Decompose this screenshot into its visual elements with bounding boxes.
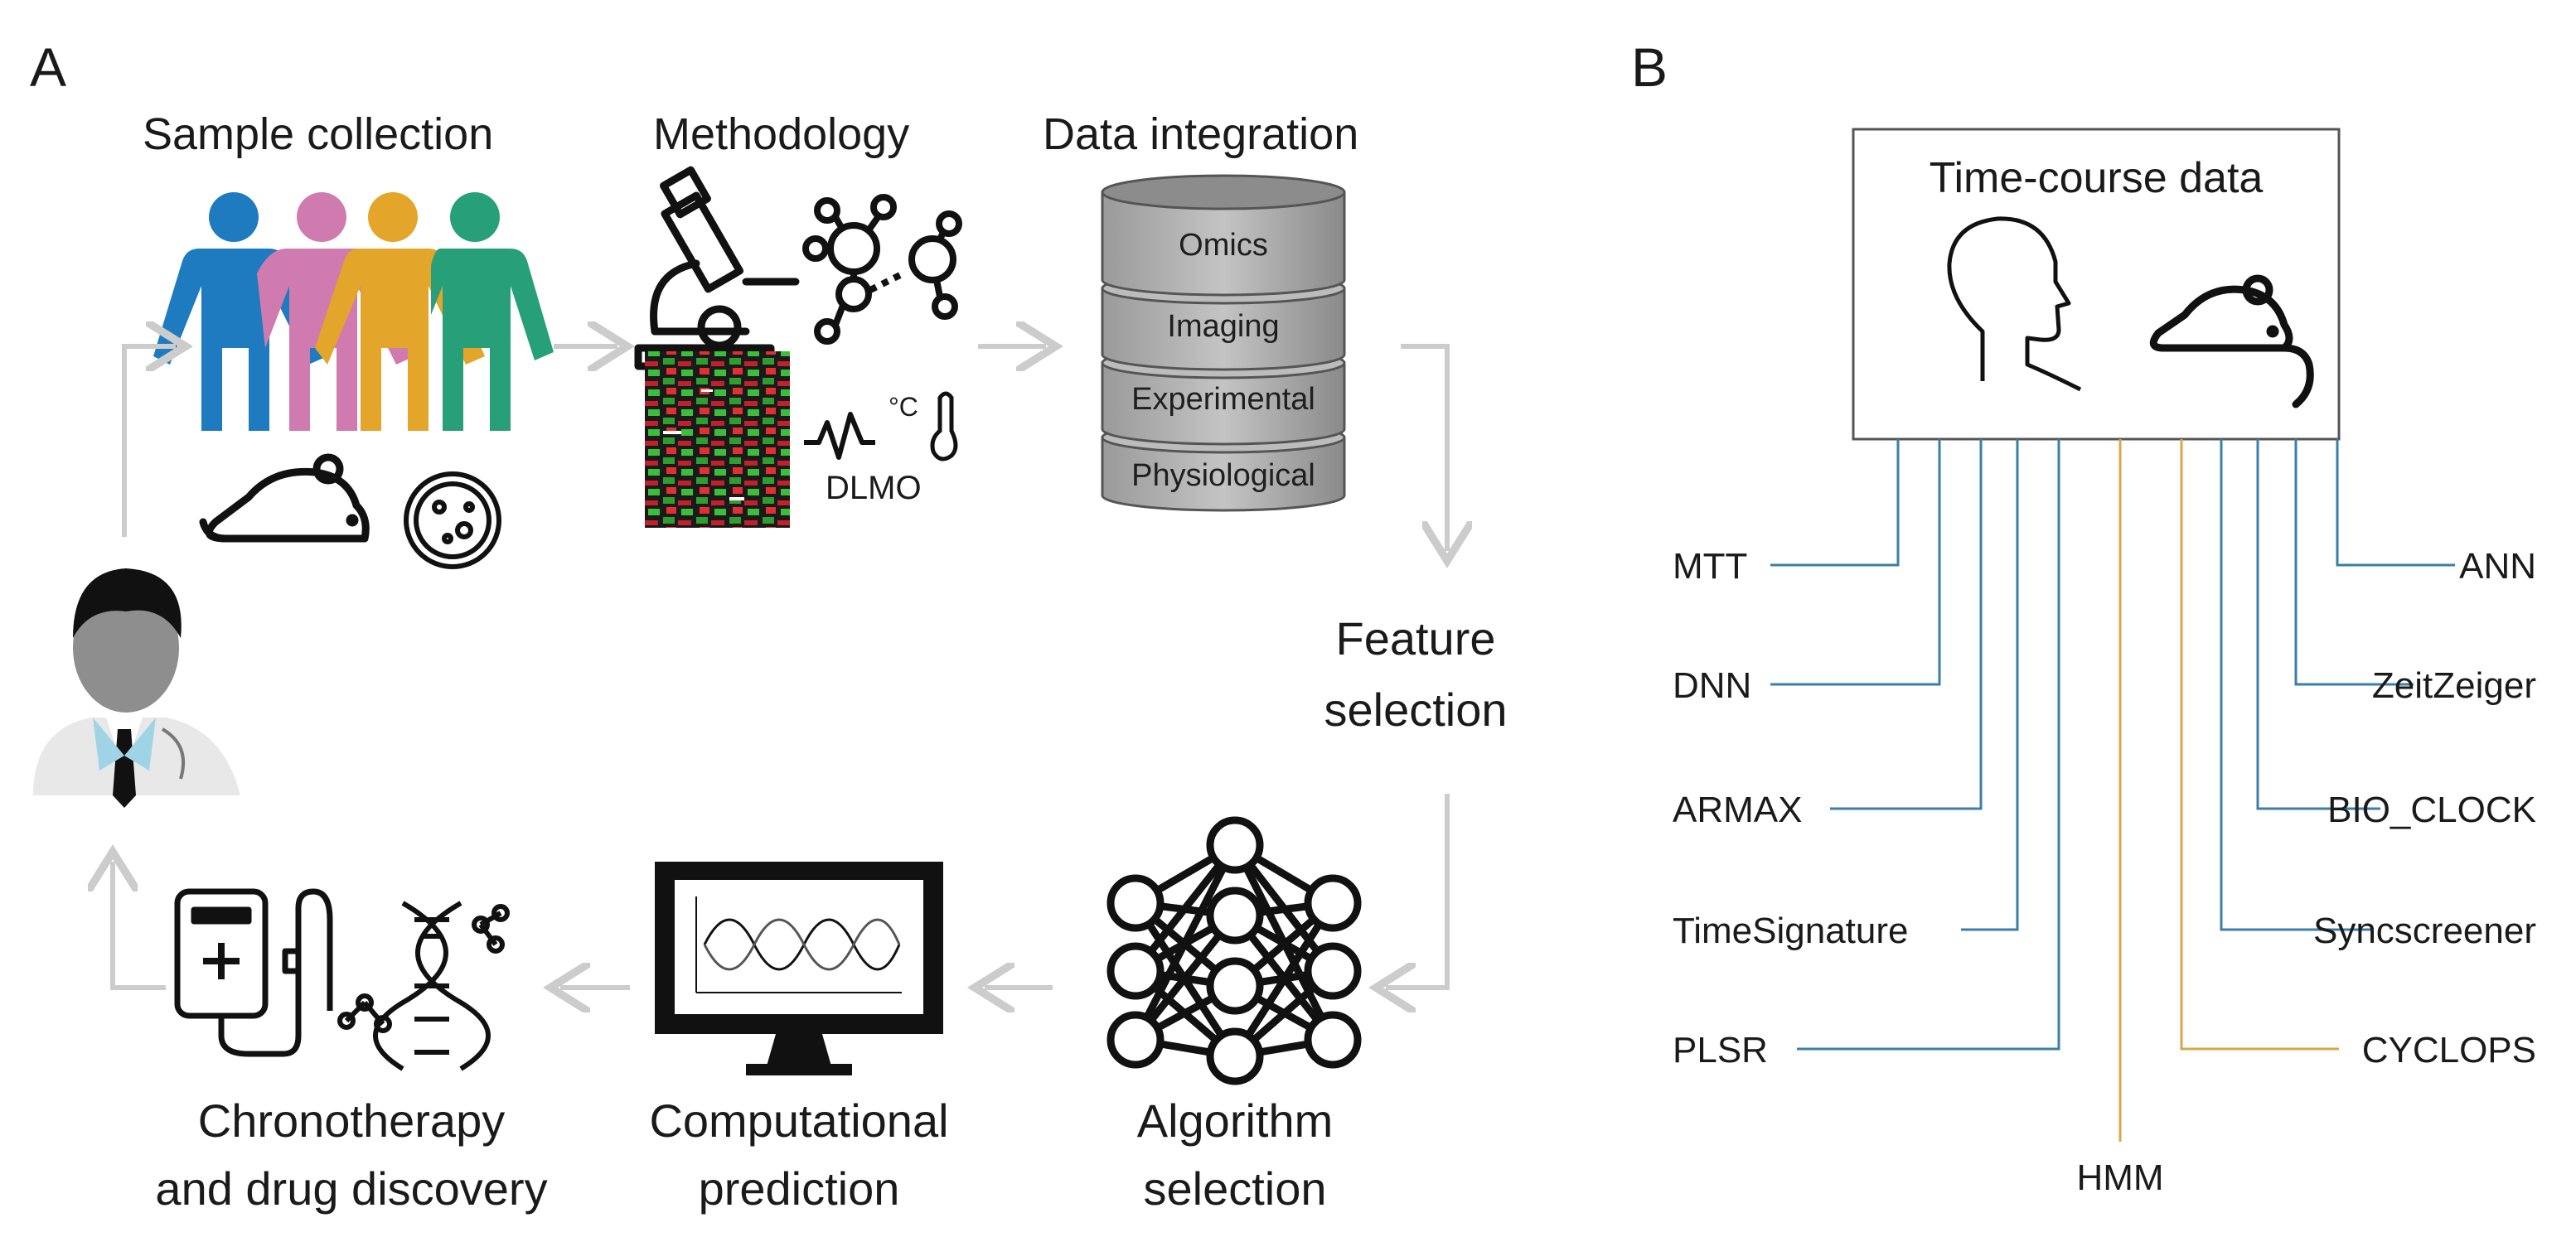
thermometer-icon	[930, 391, 958, 461]
arrow-data-to-feature	[1401, 344, 1447, 551]
person-green-icon	[431, 192, 554, 431]
connector-zeitzeiger	[2294, 439, 2414, 686]
database-experimental-label: Experimental	[1131, 382, 1315, 417]
method-cyclops: CYCLOPS	[2362, 1030, 2536, 1070]
mouse-b-icon	[2149, 274, 2314, 408]
method-mtt: MTT	[1673, 546, 1747, 587]
method-hmm: HMM	[2076, 1157, 2163, 1198]
right-method-labels: ANN ZeitZeiger BIO_CLOCK Syncscreener CY…	[2313, 546, 2536, 1070]
iv-bag-icon	[174, 888, 333, 1057]
methodology-label: Methodology	[653, 109, 909, 159]
dna-icon	[337, 901, 510, 1071]
petri-dish-icon	[404, 471, 501, 569]
time-course-box: Time-course data	[1852, 128, 2341, 441]
time-course-title: Time-course data	[1930, 154, 2264, 202]
sine-wave-2	[703, 918, 901, 971]
people-group-icon	[153, 192, 554, 431]
connector-mtt	[1770, 439, 1900, 567]
database-omics-label: Omics	[1179, 228, 1268, 263]
connector-timesignature	[1961, 439, 2019, 931]
method-zeitzeiger: ZeitZeiger	[2372, 665, 2536, 706]
method-ann: ANN	[2459, 546, 2536, 587]
connector-dnn	[1770, 439, 1941, 686]
method-plsr: PLSR	[1673, 1030, 1768, 1070]
connector-syncscreener	[2220, 439, 2374, 931]
arrow-doctor-to-sample	[122, 346, 176, 537]
method-armax: ARMAX	[1673, 790, 1802, 830]
molecule-icon	[802, 194, 962, 345]
doctor-icon	[33, 568, 240, 808]
feature-selection-label-line1: Feature	[1336, 612, 1496, 664]
pulse-icon	[804, 412, 875, 460]
connector-armax	[1830, 439, 1983, 810]
arrow-chronotherapy-to-doctor	[113, 862, 166, 990]
microscope-icon	[634, 166, 800, 370]
chronotherapy-label-line1: Chronotherapy	[198, 1094, 505, 1147]
database-physiological-label: Physiological	[1131, 458, 1315, 493]
panel-a-letter: A	[30, 36, 66, 98]
person-orange-icon	[315, 192, 485, 431]
database-layer-omics	[1101, 174, 1346, 297]
right-connectors	[2180, 439, 2455, 1051]
left-connectors	[1770, 439, 2060, 1051]
algorithm-selection-label-line1: Algorithm	[1137, 1094, 1334, 1147]
monitor-icon	[655, 862, 943, 1075]
heatmap-icon	[645, 351, 790, 528]
data-integration-label: Data integration	[1043, 109, 1358, 159]
celsius-label: °C	[889, 392, 918, 422]
computational-prediction-label-line2: prediction	[699, 1162, 900, 1215]
chronotherapy-label-line2: and drug discovery	[155, 1162, 547, 1215]
connector-cyclops	[2180, 439, 2339, 1051]
arrow-feature-to-algorithm	[1386, 794, 1450, 988]
dlmo-label: DLMO	[826, 470, 922, 506]
method-syncscreener: Syncscreener	[2313, 911, 2536, 951]
database-stack: Omics Imaging Experimental Physiological	[1101, 174, 1346, 512]
computational-prediction-label-line1: Computational	[649, 1094, 948, 1147]
feature-selection-label-line2: selection	[1324, 684, 1507, 736]
panel-b-letter: B	[1631, 36, 1668, 98]
algorithm-selection-label-line2: selection	[1143, 1162, 1326, 1215]
connector-plsr	[1797, 439, 2060, 1051]
method-bio-clock: BIO_CLOCK	[2327, 790, 2536, 830]
human-head-icon	[1947, 216, 2082, 392]
sample-collection-label: Sample collection	[143, 109, 493, 159]
connector-ann	[2336, 439, 2455, 567]
database-imaging-label: Imaging	[1167, 309, 1279, 344]
connector-bio-clock	[2256, 439, 2380, 810]
left-method-labels: MTT DNN ARMAX TimeSignature PLSR	[1673, 546, 1909, 1070]
mouse-icon	[199, 453, 370, 543]
method-timesignature: TimeSignature	[1673, 911, 1909, 951]
method-dnn: DNN	[1673, 665, 1751, 706]
neural-network-icon	[1106, 816, 1362, 1085]
